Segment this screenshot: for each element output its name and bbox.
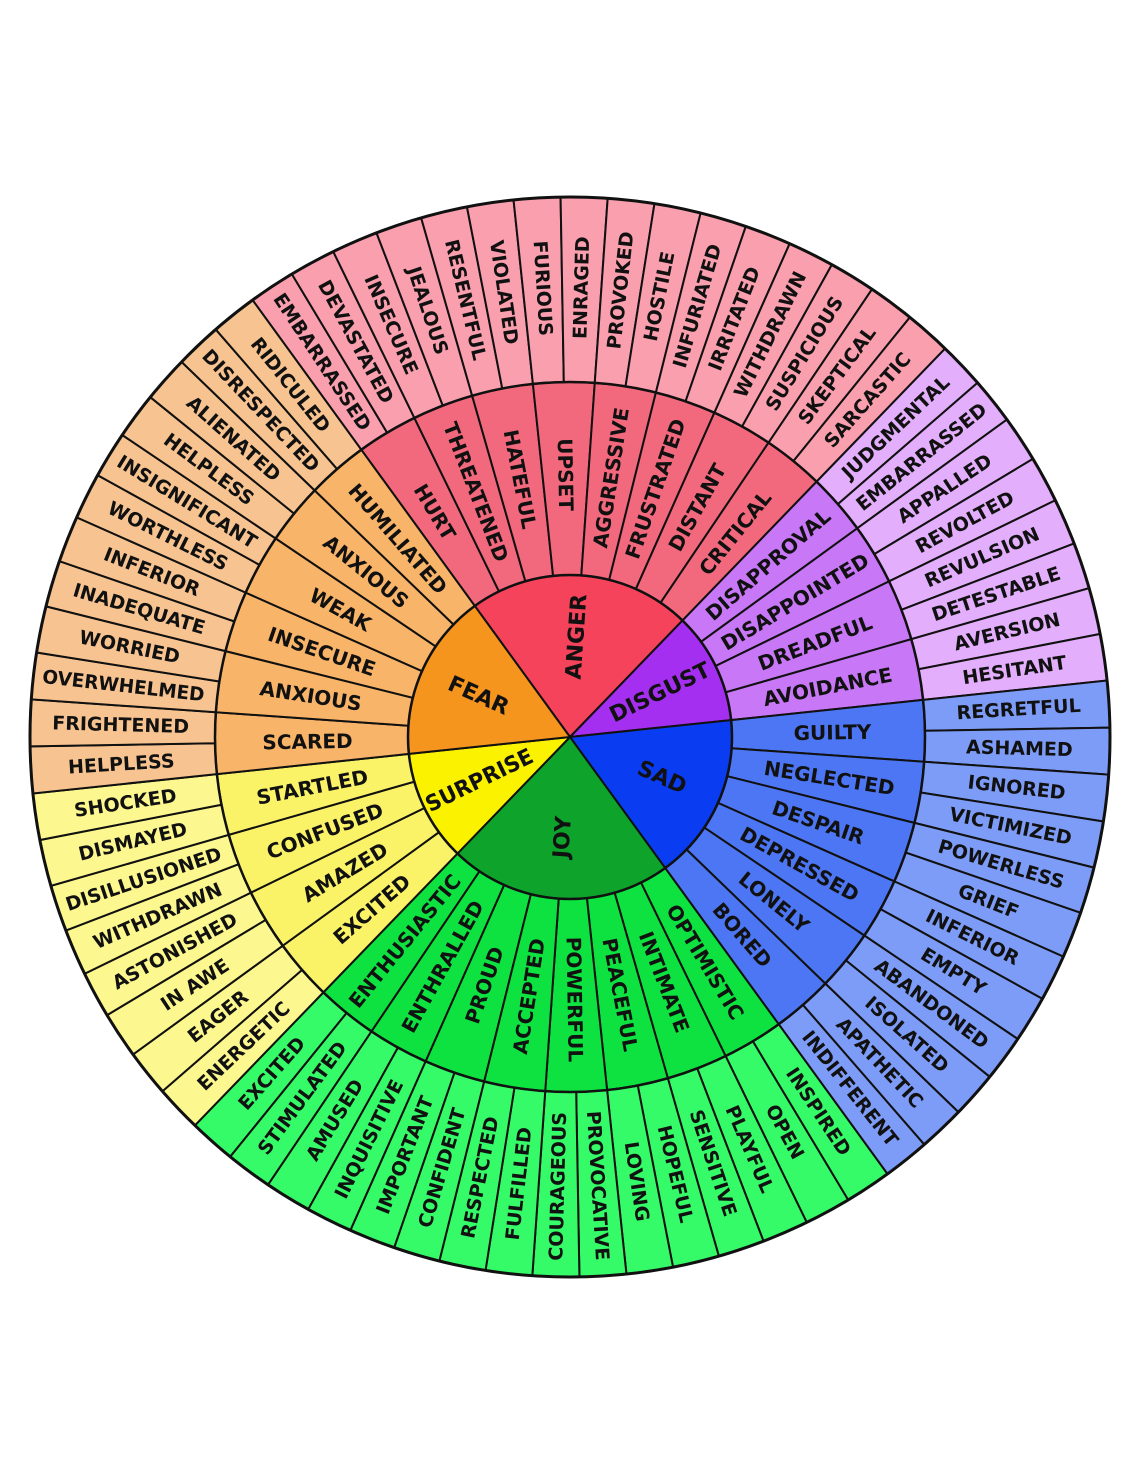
outer-label-ashamed: ASHAMED [966,736,1073,761]
mid-label-upset: UPSET [553,438,578,511]
outer-ring-outline [28,195,1112,1279]
core-label-joy: JOY [549,814,577,861]
core-label-anger: ANGER [562,593,593,680]
core-ring-outline [406,573,734,901]
mid-label-guilty: GUILTY [793,720,872,745]
mid-label-scared: SCARED [262,729,353,755]
mid-label-powerful: POWERFUL [561,937,587,1063]
wheel-segments [28,195,1112,1279]
outer-label-enraged: ENRAGED [569,236,594,339]
mid-ring-outline [213,380,927,1094]
outer-label-courageous: COURAGEOUS [545,1112,571,1261]
outer-label-frightened: FRIGHTENED [52,712,189,738]
